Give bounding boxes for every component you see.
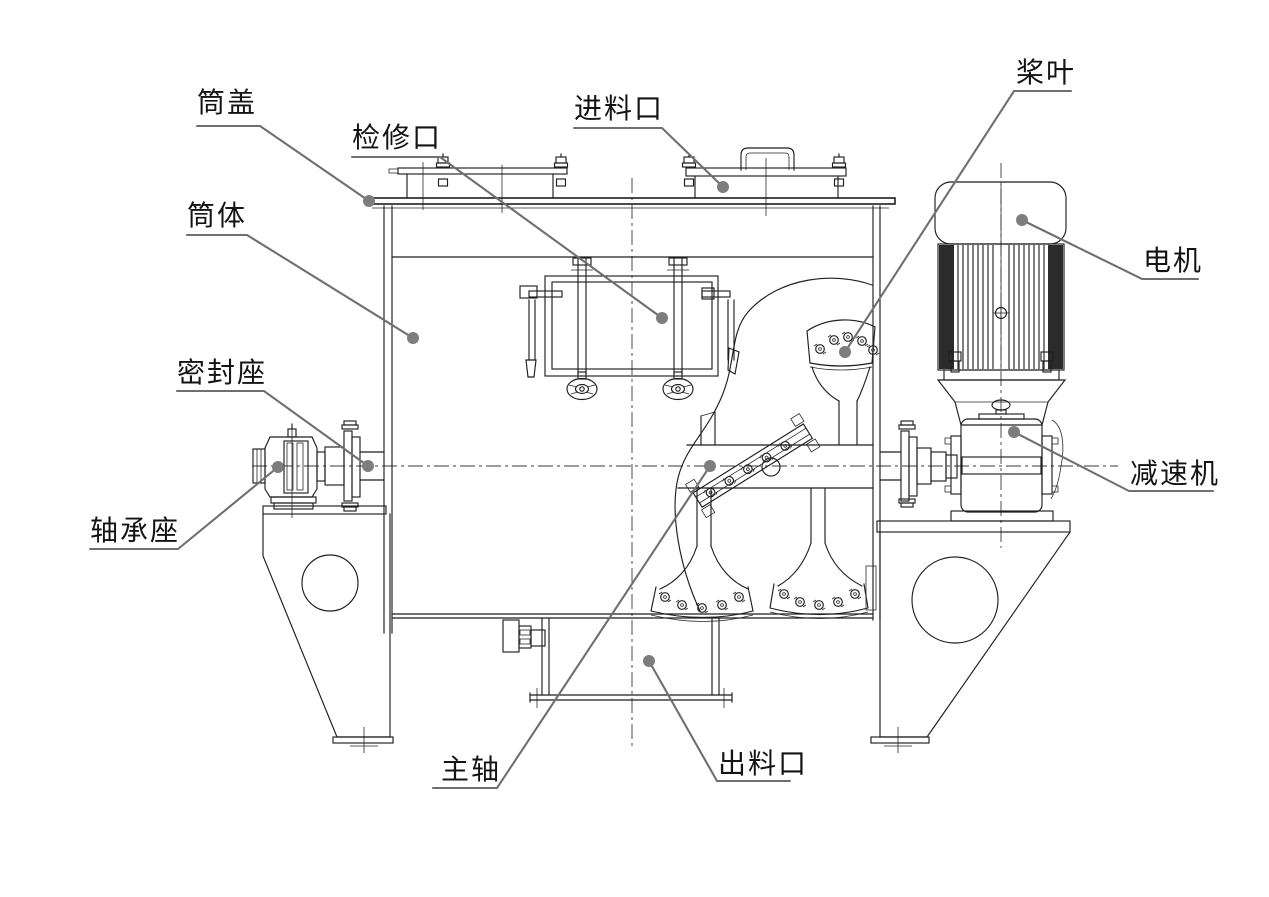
bolt-icon [341,420,359,430]
motor-fins [957,245,1045,369]
bolt-icon [715,599,729,611]
paddle-lower-right [769,487,877,619]
handle-icon [740,147,795,171]
label-reducer: 减速机 [1130,458,1220,490]
motor-adapter [936,379,1067,426]
discharge-gate-bracket [502,619,546,653]
motor-fins-left [939,245,954,369]
label-bearing-seat: 轴承座 [90,515,180,547]
label-paddle-blade: 桨叶 [1016,57,1076,89]
label-inspection-port: 检修口 [352,122,442,154]
cylinder-body-walls [383,205,881,634]
cutaway-boundary [674,277,873,612]
motor-assembly [934,181,1067,426]
bolt-icon [793,596,807,608]
label-motor: 电机 [1143,245,1203,277]
bolt-icon [855,335,869,347]
door-clamp-left [519,285,563,378]
feed-inlet-hatch [681,147,847,199]
door-clamp-right [701,287,740,375]
bolt-icon [658,591,672,603]
bolt-icon [675,599,689,611]
label-seal-seat: 密封座 [177,357,267,389]
label-main-shaft: 主轴 [441,754,501,786]
bolt-icon [777,588,791,600]
bolt-icon [831,153,847,187]
support-pedestal-left [262,505,394,744]
seal-assembly-left [316,420,385,512]
cylinder-cover-plate [365,197,896,209]
label-discharge-outlet: 出料口 [718,748,808,780]
inspection-door [519,257,740,401]
label-cylinder-cover: 筒盖 [197,87,257,119]
bearing-assembly [252,423,318,510]
discharge-chute [502,617,733,703]
support-pedestal-right [870,520,1071,744]
label-cylinder-body: 筒体 [187,200,247,232]
bolt-icon [898,420,916,430]
bolt-icon [341,502,359,512]
part-labels: 筒盖 检修口 进料口 桨叶 筒体 电机 密封座 减速机 轴承座 主轴 出料口 [90,57,1220,786]
shaft-coupling [685,412,821,519]
motor-fins-right [1048,245,1063,369]
paddle-lower-left [650,487,754,622]
paddle-upper [806,319,880,446]
bolt-icon [732,591,746,603]
seal-assembly-right [879,420,958,508]
bolt-icon [831,596,845,608]
bolt-icon [813,343,827,355]
eye-bolt-icon [993,305,1009,321]
label-feed-inlet: 进料口 [574,93,664,125]
bolt-icon [848,588,862,600]
leader-lines [88,89,1215,790]
bolt-icon [812,599,826,611]
bolt-icon [553,153,569,187]
bolt-icon [695,602,709,614]
access-hatch [388,153,569,199]
reducer-assembly [944,413,1064,522]
bolt-icon [827,334,841,346]
